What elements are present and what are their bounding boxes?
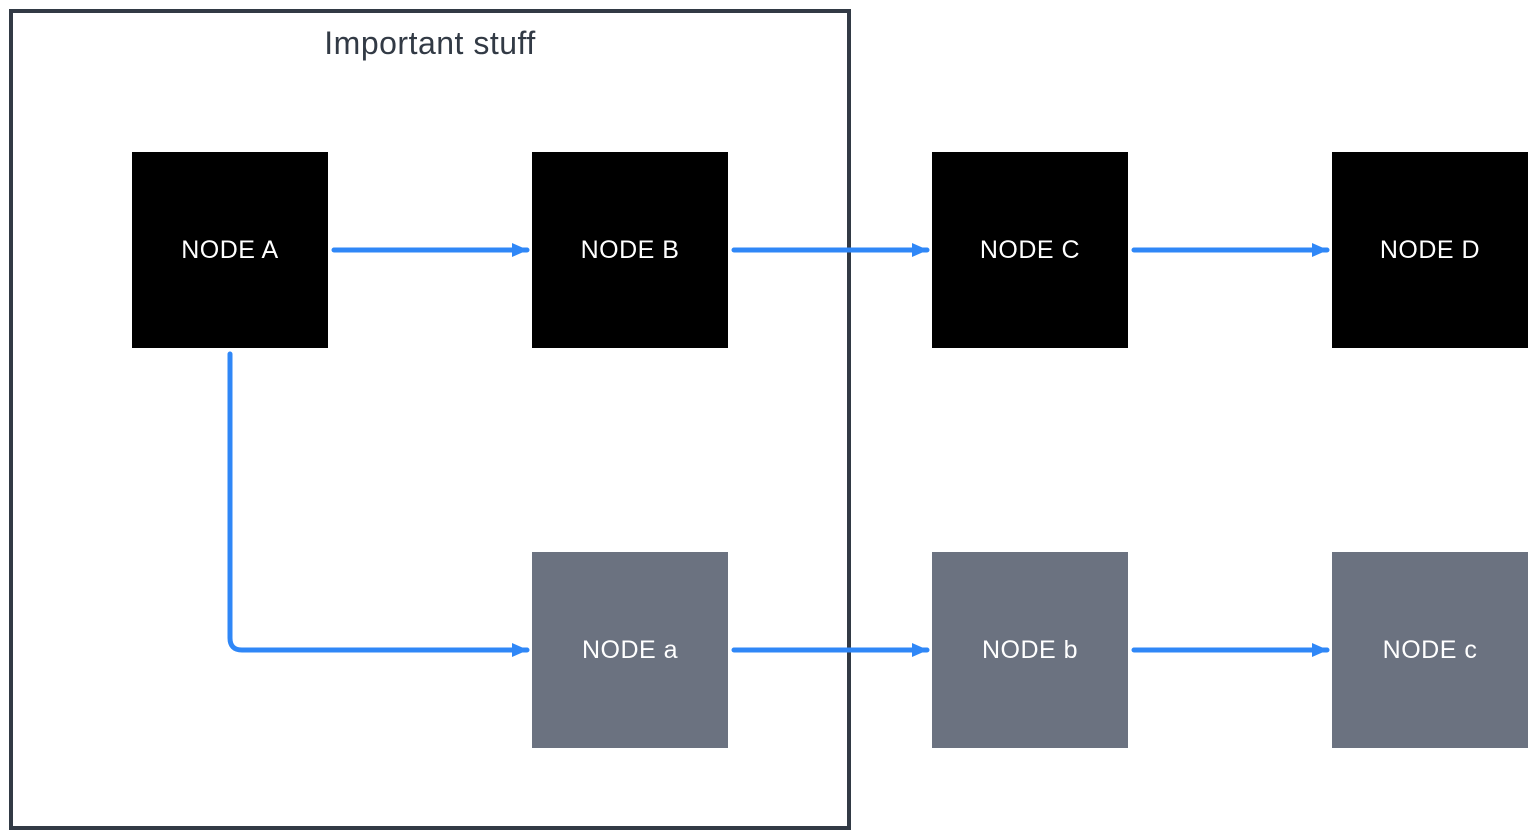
group-frame: Important stuff: [9, 9, 851, 830]
node-B[interactable]: NODE B: [532, 152, 728, 348]
node-label: NODE c: [1382, 635, 1478, 664]
node-label: NODE C: [979, 235, 1081, 264]
node-D[interactable]: NODE D: [1332, 152, 1528, 348]
node-A[interactable]: NODE A: [132, 152, 328, 348]
node-label: NODE b: [981, 635, 1079, 664]
group-label: Important stuff: [324, 25, 536, 61]
node-label: NODE D: [1379, 235, 1481, 264]
node-c[interactable]: NODE c: [1332, 552, 1528, 748]
node-b[interactable]: NODE b: [932, 552, 1128, 748]
node-label: NODE A: [181, 235, 279, 264]
node-label: NODE a: [581, 635, 679, 664]
node-C[interactable]: NODE C: [932, 152, 1128, 348]
node-a[interactable]: NODE a: [532, 552, 728, 748]
node-label: NODE B: [580, 235, 680, 264]
